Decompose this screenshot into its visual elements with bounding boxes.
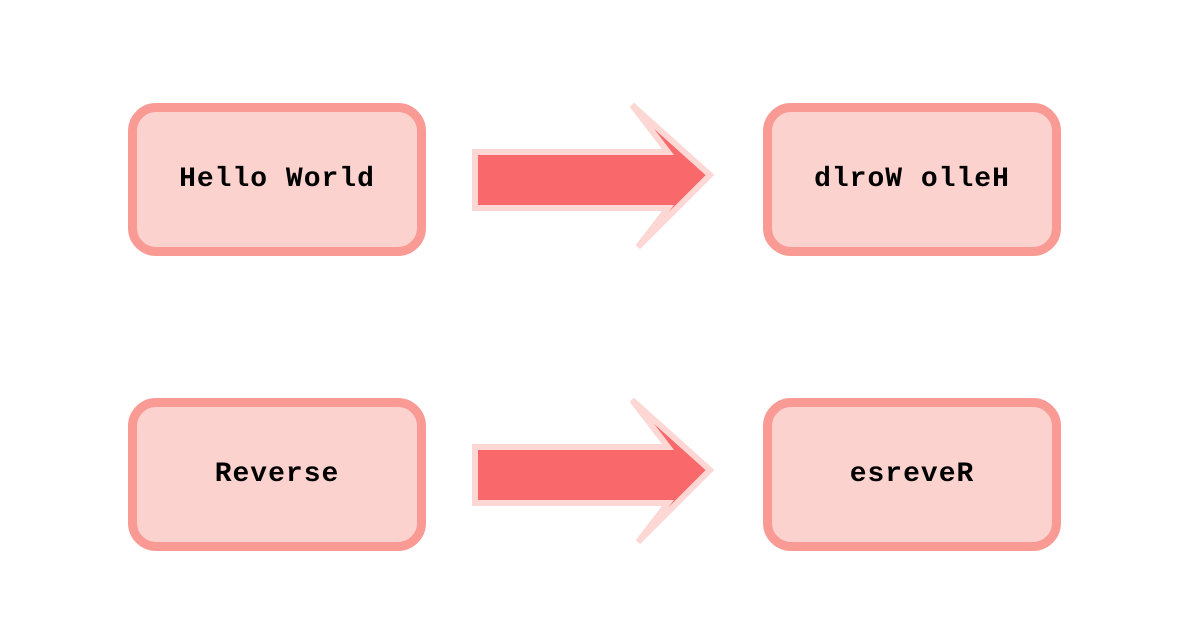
input-box-reverse: Reverse	[128, 398, 426, 551]
input-text: Reverse	[214, 459, 340, 490]
output-box-reverse-reversed: esreveR	[763, 398, 1061, 551]
output-text: esreveR	[849, 459, 975, 490]
output-text: dlroW olleH	[814, 164, 1010, 195]
arrow-right-icon	[472, 397, 715, 545]
arrow-right-icon	[472, 102, 715, 250]
input-text: Hello World	[179, 164, 375, 195]
input-box-hello-world: Hello World	[128, 103, 426, 256]
output-box-hello-world-reversed: dlroW olleH	[763, 103, 1061, 256]
